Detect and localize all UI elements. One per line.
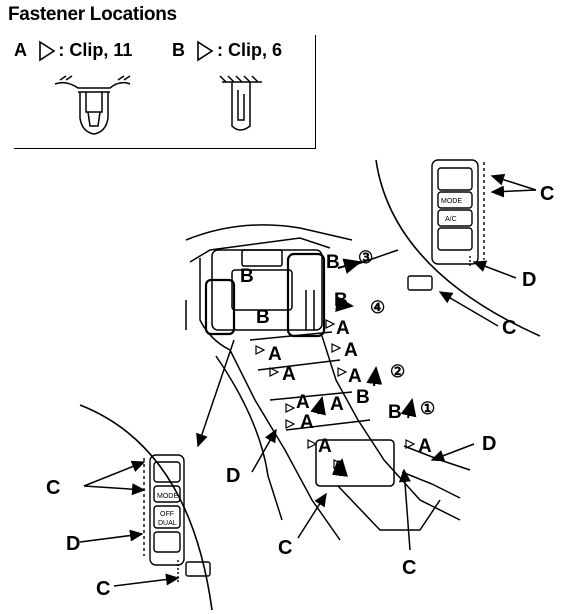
legend-a-letter: A	[14, 40, 27, 60]
legend-a: A : Clip, 11	[14, 40, 132, 61]
clip-b-icon	[219, 75, 262, 131]
leader-arrows	[79, 173, 537, 587]
legend-a-text: : Clip, 11	[58, 40, 133, 60]
label-b: B	[388, 402, 402, 423]
clip-a-icon	[54, 75, 131, 135]
dual-button-label: DUAL	[158, 520, 177, 527]
label-c: C	[278, 537, 292, 559]
label-d: D	[66, 533, 80, 555]
label-a: A	[318, 436, 332, 457]
label-b: B	[334, 290, 348, 311]
label-a: A	[348, 366, 362, 387]
removal-arrows	[310, 258, 417, 477]
label-a: A	[332, 458, 346, 479]
label-a: A	[418, 436, 432, 457]
mode-button-label: MODE	[441, 198, 462, 205]
detail-arc-upper	[375, 159, 541, 337]
step-3-label: ③	[358, 248, 373, 267]
label-c: C	[46, 477, 60, 499]
step-2-label: ②	[390, 362, 405, 381]
label-c: C	[96, 578, 110, 600]
label-b: B	[356, 387, 370, 408]
clip-triangle-markers	[255, 319, 416, 469]
label-d: D	[482, 433, 496, 455]
lower-switch-panel	[143, 454, 211, 584]
triangle-a-icon	[39, 40, 56, 62]
label-d: D	[226, 465, 240, 487]
upper-switch-panel	[407, 159, 485, 291]
label-d: D	[522, 269, 536, 291]
label-b: B	[256, 307, 270, 328]
label-a: A	[330, 394, 344, 415]
detail-arc-lower	[79, 404, 213, 611]
label-a: A	[296, 392, 310, 413]
label-c: C	[502, 317, 516, 339]
label-a: A	[300, 412, 314, 433]
label-c: C	[402, 557, 416, 579]
label-b: B	[326, 252, 340, 273]
off-button-label: OFF	[160, 511, 174, 518]
legend-b: B : Clip, 6	[172, 40, 282, 61]
label-a: A	[344, 340, 358, 361]
step-1-label: ①	[420, 399, 435, 418]
triangle-b-icon	[197, 40, 214, 62]
label-c: C	[540, 183, 554, 205]
label-a: A	[268, 344, 282, 365]
label-a: A	[282, 364, 296, 385]
label-b: B	[240, 266, 254, 287]
step-4-label: ④	[370, 298, 385, 317]
center-console	[185, 224, 471, 541]
legend-b-letter: B	[172, 40, 185, 60]
label-a: A	[336, 318, 350, 339]
legend-box	[14, 35, 316, 149]
ac-button-label: A/C	[445, 216, 457, 223]
diagram-title: Fastener Locations	[8, 4, 177, 25]
legend-b-text: : Clip, 6	[217, 40, 283, 60]
mode-button-label: MODE	[157, 493, 178, 500]
